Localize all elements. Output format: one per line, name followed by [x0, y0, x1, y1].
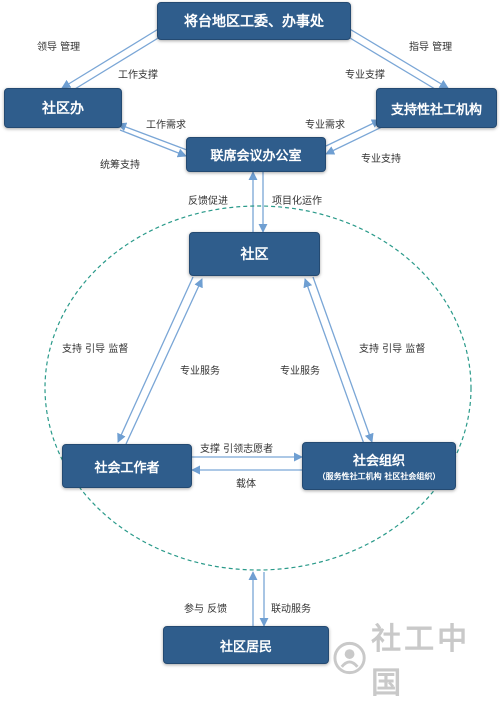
- diagram-connectors: [44, 27, 472, 627]
- logo-emblem-icon: [333, 641, 366, 675]
- box-social-worker-label: 社会工作者: [94, 460, 160, 476]
- box-community-office: 社区办: [4, 88, 122, 128]
- box-support-agency-label: 支持性社工机构: [390, 102, 482, 118]
- watermark-logo: 社工中国: [332, 614, 500, 702]
- box-support-agency: 支持性社工机构: [376, 88, 497, 128]
- box-community-residents-label: 社区居民: [219, 639, 272, 655]
- box-community-residents: 社区居民: [163, 626, 329, 664]
- label-project-operation: 项目化运作: [272, 196, 322, 207]
- arrow-top-to-left: [61, 27, 161, 89]
- label-work-support: 工作支撑: [118, 70, 158, 81]
- arrow-right-to-center: [325, 125, 385, 155]
- arrow-org-to-community: [303, 278, 365, 445]
- box-working-committee-label: 将台地区工委、办事处: [184, 14, 324, 30]
- arrow-worker-to-community: [125, 278, 203, 445]
- arrow-right-to-top: [339, 31, 441, 93]
- label-pro-service-left: 专业服务: [180, 366, 220, 377]
- box-joint-meeting-office: 联席会议办公室: [186, 137, 326, 172]
- label-pro-service-right: 专业服务: [280, 366, 320, 377]
- label-linked-service: 联动服务: [271, 604, 311, 615]
- box-community-label: 社区: [240, 247, 269, 263]
- arrow-community-to-worker: [117, 276, 194, 443]
- label-pro-support-1: 专业支撑: [345, 70, 385, 81]
- label-coord-support: 统筹支持: [100, 160, 140, 171]
- box-working-committee: 将台地区工委、办事处: [157, 2, 351, 40]
- label-pro-demand: 专业需求: [305, 120, 345, 131]
- arrow-community-to-org: [312, 276, 374, 443]
- arrow-top-to-right: [347, 27, 449, 89]
- box-social-organization: 社会组织 （服务性社工机构 社区社会组织）: [302, 442, 456, 490]
- label-work-demand: 工作需求: [146, 120, 186, 131]
- label-pro-support-2: 专业支持: [361, 154, 401, 165]
- label-support-lead-volunteers: 支撑 引领志愿者: [200, 444, 274, 455]
- label-participate-feedback: 参与 反馈: [184, 604, 228, 615]
- box-community-office-label: 社区办: [42, 101, 84, 117]
- box-social-organization-sublabel: （服务性社工机构 社区社会组织）: [317, 472, 441, 481]
- box-joint-meeting-office-label: 联席会议办公室: [210, 149, 302, 164]
- label-guide-manage: 指导 管理: [409, 42, 453, 53]
- community-boundary-ellipse: [44, 205, 472, 571]
- label-support-guide-supervise-right: 支持 引导 监督: [359, 344, 426, 355]
- label-carrier: 载体: [236, 479, 256, 490]
- label-lead-manage: 领导 管理: [37, 42, 81, 53]
- arrow-left-to-center: [119, 129, 187, 158]
- label-support-guide-supervise-left: 支持 引导 监督: [62, 344, 129, 355]
- arrow-left-to-top: [69, 31, 169, 93]
- logo-text: 社工中国: [371, 622, 471, 701]
- arrow-center-to-left: [117, 122, 188, 151]
- arrow-center-to-right: [325, 119, 381, 147]
- box-community: 社区: [189, 232, 320, 276]
- label-feedback-promote: 反馈促进: [188, 196, 228, 207]
- box-social-worker: 社会工作者: [62, 444, 192, 488]
- box-social-organization-label: 社会组织: [352, 454, 405, 469]
